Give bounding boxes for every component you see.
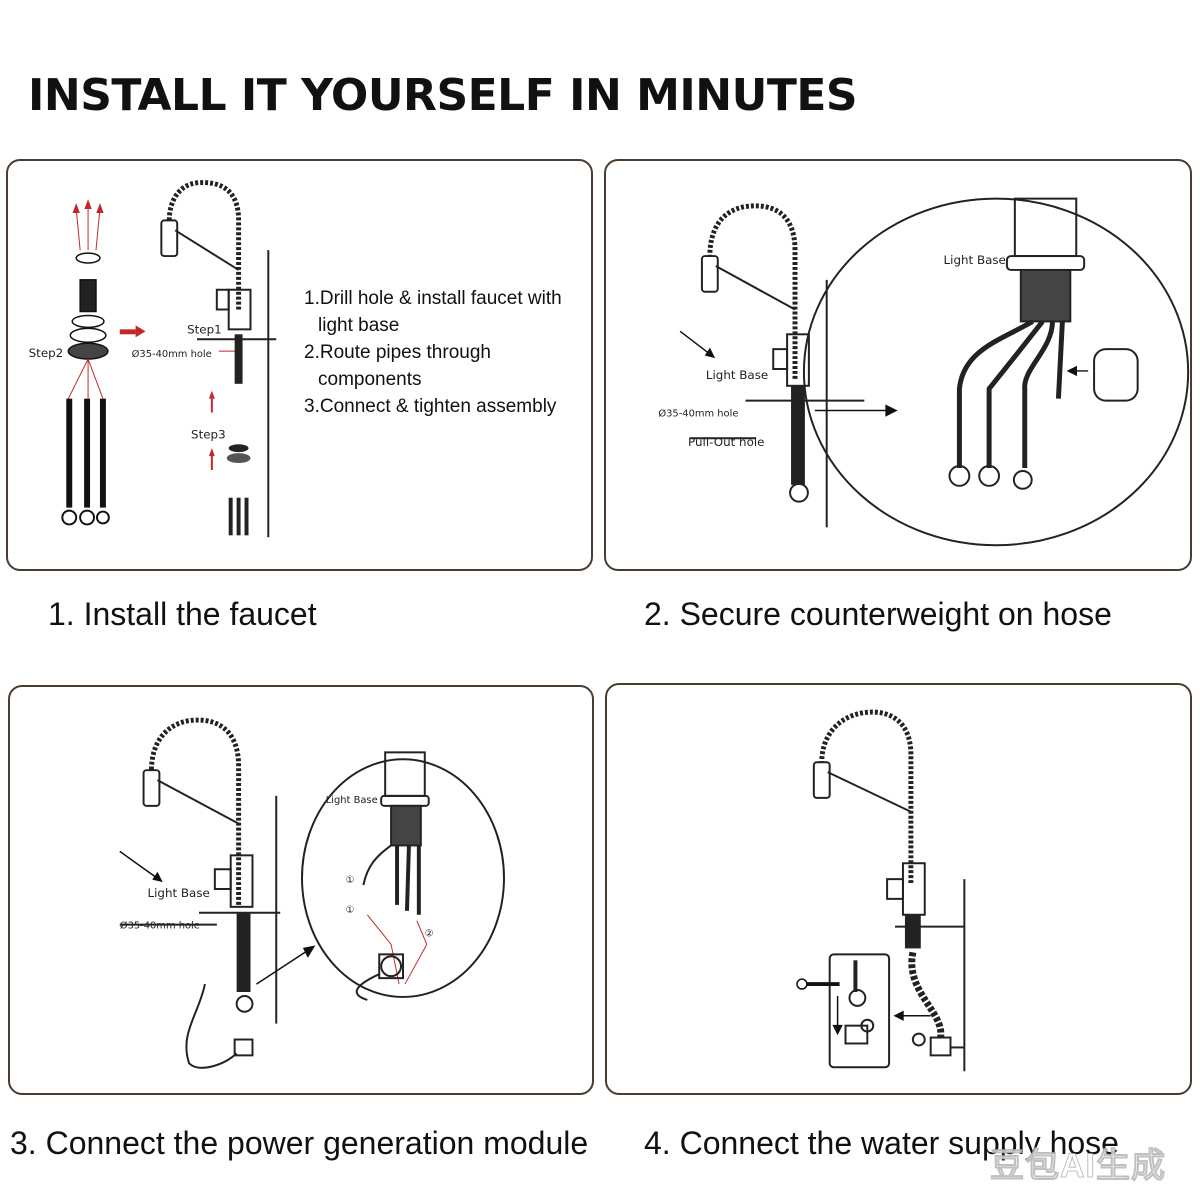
pointer-arrows [679,330,898,417]
caption-step-1: 1. Install the faucet [48,596,317,632]
down-arrow-icon [832,995,843,1036]
label-hole: Ø35-40mm hole [658,407,738,419]
power-module-diagram: Light Base Ø35-40mm hole Light Base ① ① … [119,717,505,1069]
marker-2: ② [425,929,434,940]
power-module-cable [185,983,254,1069]
label-hole: Ø35-40mm hole [132,348,212,360]
faucet-drawing [690,203,865,528]
red-arrows-up [72,199,104,251]
label-step2: Step2 [29,346,64,360]
zoom-base [380,751,430,847]
counterweight-arrow [1066,365,1089,377]
pointer-arrow [893,1010,931,1021]
caption-step-2: 2. Secure counterweight on hose [644,596,1112,632]
exploded-parts [67,252,109,399]
label-hole: Ø35-40mm hole [120,920,200,932]
faucet-drawing [119,717,281,1024]
faucet-drawing [812,709,966,1072]
zoom-nuts [948,465,1033,490]
label-light-base-zoom: Light Base [944,253,1006,267]
caption-step-3: 3. Connect the power generation module [10,1125,589,1161]
faucet-shank [789,385,809,503]
label-pullout-hole: Pull-Out hole [688,435,764,449]
counterweight-icon [1093,348,1139,402]
label-step3: Step3 [191,427,226,441]
marker-1: ① [346,875,355,886]
label-light-base: Light Base [706,368,768,382]
marker-1b: ① [346,905,355,916]
arrow-right-icon [119,325,146,338]
page-title: INSTALL IT YOURSELF IN MINUTES [28,70,858,121]
zoom-circle [802,197,1190,547]
panel-counterweight: Light Base Ø35-40mm hole Pull-Out hole L… [604,159,1192,571]
label-step1: Step1 [187,322,222,336]
pointer-arrows [119,850,316,985]
zoom-hoses [362,844,421,915]
water-supply-diagram [796,709,966,1072]
zoom-circle [301,758,505,998]
faucet-shank [235,912,254,1013]
zoom-base [1005,197,1086,323]
faucet-shank [226,334,251,536]
step-item: 3.Connect & tighten assembly [304,396,557,417]
detail-box [828,953,891,1069]
zoom-connection-lines [366,914,428,985]
faucet-shank [904,914,921,949]
angle-valve [911,1032,965,1057]
detail-parts [844,960,875,1045]
counterweight-diagram: Light Base Ø35-40mm hole Pull-Out hole L… [658,197,1190,547]
supply-hose [908,951,945,1039]
install-faucet-diagram: Step2 Step1 Ø35-40mm hole Step [29,180,277,538]
panel-install-faucet: Step2 Step1 Ø35-40mm hole Step [6,159,593,571]
label-light-base-zoom: Light Base [326,795,378,806]
watermark: 豆包AI生成 [990,1147,1166,1186]
panel-power-module: Light Base Ø35-40mm hole Light Base ① ① … [8,685,594,1095]
caption-step-4: 4. Connect the water supply hose [644,1125,1119,1161]
label-light-base: Light Base [148,886,210,900]
wrench-icon [796,978,840,990]
arrows-up-icon [208,390,215,470]
supply-hoses [61,398,110,526]
panel-water-supply [605,683,1192,1095]
faucet-drawing [160,180,277,538]
zoom-hoses [956,319,1065,468]
zoom-module [355,953,404,1001]
